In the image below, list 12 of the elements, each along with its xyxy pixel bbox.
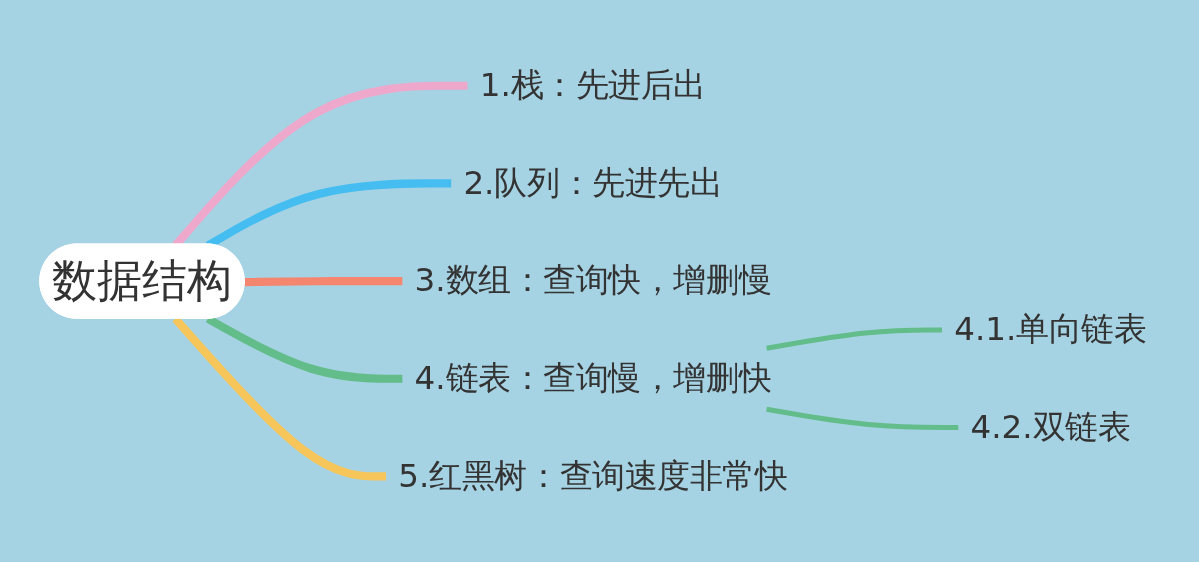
connector (766, 327, 942, 351)
node-text: 4.链表：查询慢，增删快 (414, 358, 772, 397)
node-text: 4.1.单向链表 (954, 309, 1147, 349)
node-text: 3.数组：查询快，增删慢 (414, 260, 772, 300)
mind-map-drawing: 数据结构 1.栈：先进后出 2.队列：先进先出 3.数组：查询快，增删慢 4.链表：查询慢，增删快 5.红黑树：查询速度非常快 4.1.单向链表 4.2.双链表 (24, 38, 1175, 524)
node-text: 2.队列：先进先出 (463, 163, 723, 202)
node-text: 5.红黑树：查询速度非常快 (398, 455, 788, 495)
connector (205, 315, 403, 383)
node-text: 4.2.双链表 (970, 407, 1131, 446)
node-text: 1.栈：先进后出 (479, 65, 707, 105)
connector (244, 276, 403, 287)
connector (766, 406, 959, 431)
